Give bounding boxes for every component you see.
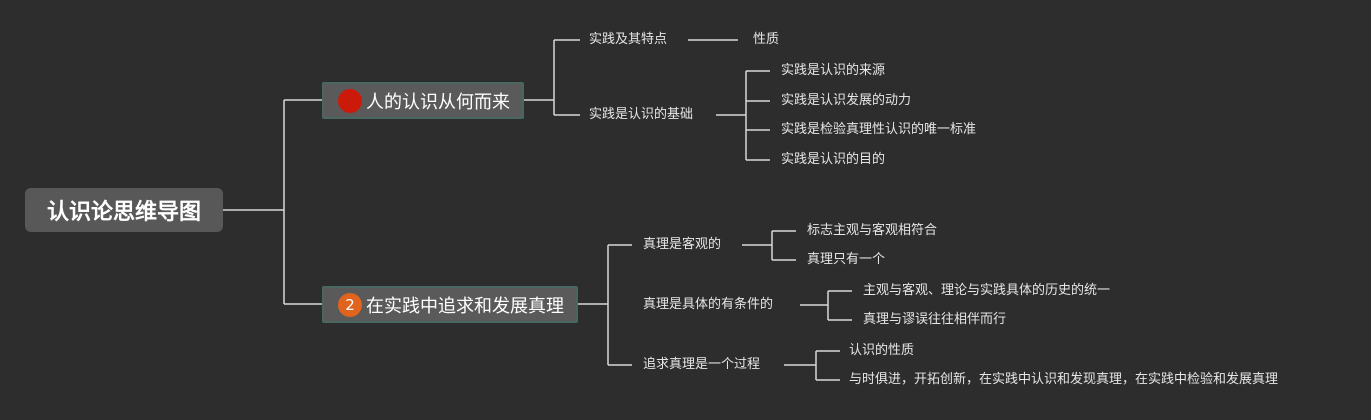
badge-1-number: 1 bbox=[345, 91, 355, 110]
topic-truth-objective[interactable]: 真理是客观的 bbox=[643, 237, 722, 252]
branch-node-1[interactable]: 1 人的认识从何而来 bbox=[322, 82, 524, 119]
leaf-cognition-nature[interactable]: 认识的性质 bbox=[849, 343, 915, 358]
topic-practice-basis[interactable]: 实践是认识的基础 bbox=[589, 107, 694, 122]
leaf-truth-unity[interactable]: 主观与客观、理论与实践具体的历史的统一 bbox=[863, 283, 1111, 298]
root-label: 认识论思维导图 bbox=[46, 200, 201, 225]
leaf-innovation[interactable]: 与时俱进，开拓创新，在实践中认识和发现真理，在实践中检验和发展真理 bbox=[849, 372, 1279, 387]
branch-1-label: 人的认识从何而来 bbox=[366, 91, 510, 113]
connector-branch-1 bbox=[524, 39, 580, 116]
leaf-practice-driver[interactable]: 实践是认识发展的动力 bbox=[781, 93, 912, 108]
connector-practice-basis bbox=[716, 70, 770, 161]
connector-truth-process bbox=[784, 350, 840, 381]
leaf-practice-source[interactable]: 实践是认识的来源 bbox=[781, 63, 886, 78]
branch-node-2[interactable]: 2 在实践中追求和发展真理 bbox=[322, 286, 578, 323]
badge-2: 2 bbox=[338, 292, 362, 317]
topic-truth-process[interactable]: 追求真理是一个过程 bbox=[643, 357, 761, 372]
leaf-practice-purpose[interactable]: 实践是认识的目的 bbox=[781, 152, 886, 167]
connector-root-trunk bbox=[223, 99, 322, 305]
connector-branch-2 bbox=[578, 244, 632, 366]
topic-practice-traits[interactable]: 实践及其特点 bbox=[589, 32, 668, 47]
leaf-truth-error[interactable]: 真理与谬误往往相伴而行 bbox=[863, 312, 1007, 327]
branch-2-label: 在实践中追求和发展真理 bbox=[366, 295, 564, 317]
root-node[interactable]: 认识论思维导图 bbox=[25, 188, 223, 232]
leaf-practice-criterion[interactable]: 实践是检验真理性认识的唯一标准 bbox=[781, 122, 977, 137]
connector-truth-concrete bbox=[800, 290, 852, 321]
leaf-truth-match[interactable]: 标志主观与客观相符合 bbox=[807, 223, 938, 238]
connector-truth-objective bbox=[742, 230, 796, 261]
leaf-truth-one[interactable]: 真理只有一个 bbox=[807, 252, 886, 267]
badge-1: 1 bbox=[338, 88, 362, 113]
topic-truth-concrete[interactable]: 真理是具体的有条件的 bbox=[643, 297, 774, 312]
leaf-nature[interactable]: 性质 bbox=[753, 32, 780, 47]
badge-2-number: 2 bbox=[345, 295, 355, 314]
